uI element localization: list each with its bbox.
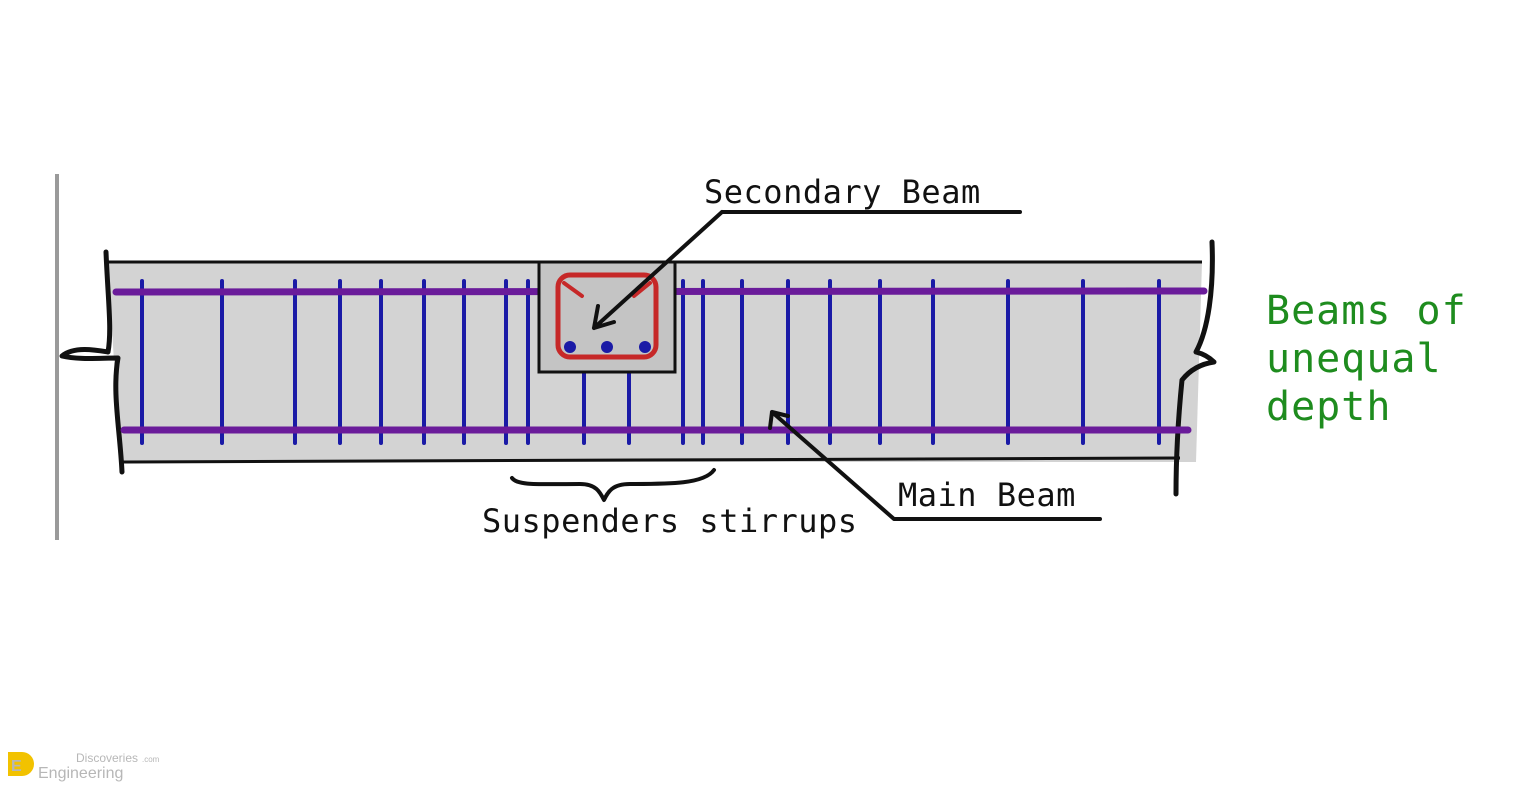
note-line-1: Beams of: [1266, 288, 1467, 334]
watermark-brand-suffix: .com: [142, 755, 160, 764]
secondary-beam-stirrup-hook: [562, 281, 652, 298]
watermark-brand-bottom: Engineering: [38, 765, 123, 782]
secondary-beam-rebar: [601, 341, 613, 353]
main-beam-leader: [768, 410, 1102, 521]
suspenders-brace: [510, 468, 716, 502]
left-break-line: [59, 249, 125, 475]
logo-letter: E: [11, 758, 22, 775]
note-line-3: depth: [1266, 384, 1391, 430]
secondary-beam-label: Secondary Beam: [704, 173, 981, 211]
suspenders-stirrups-label: Suspenders stirrups: [482, 502, 858, 540]
secondary-beam-leader: [592, 210, 1022, 330]
main-beam-bottom-edge: [119, 456, 1181, 464]
logo-icon: [8, 752, 34, 776]
secondary-beam-rebar: [639, 341, 651, 353]
secondary-beam-stirrup: [555, 272, 659, 360]
note-line-2: unequal: [1266, 336, 1442, 382]
secondary-beam-rebar: [564, 341, 576, 353]
engineering-discoveries-watermark: E Discoveries .com Engineering: [8, 751, 160, 782]
main-beam-stirrups: [140, 279, 1161, 445]
watermark-brand-top: Discoveries: [76, 751, 138, 765]
main-beam-label: Main Beam: [898, 476, 1076, 514]
